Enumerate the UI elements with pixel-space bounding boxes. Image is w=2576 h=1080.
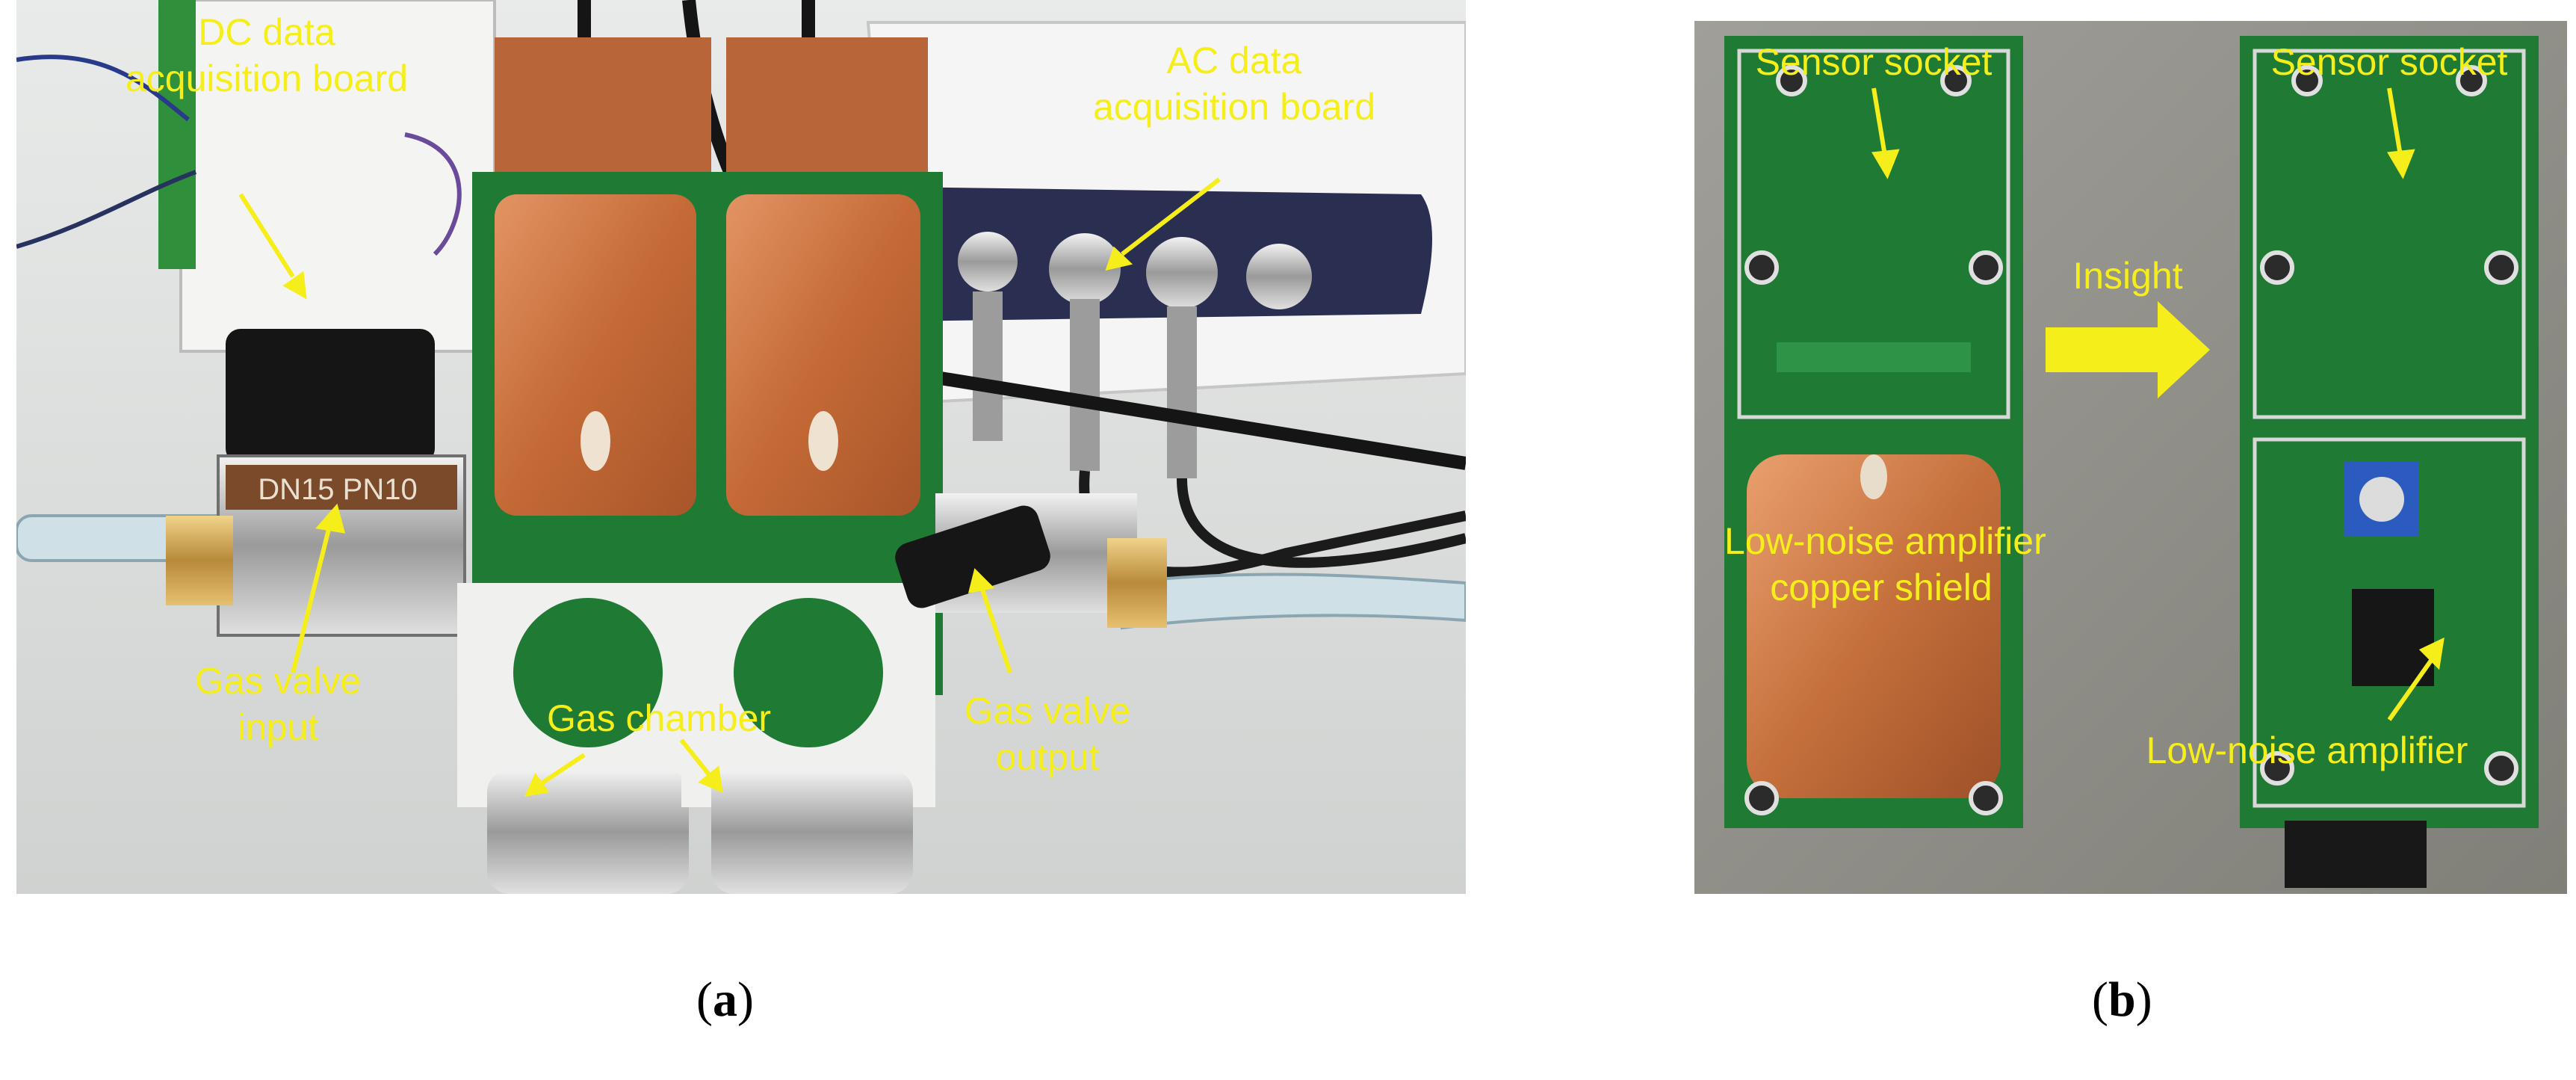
- caption-b-close: ): [2135, 972, 2152, 1027]
- caption-b-letter: b: [2108, 972, 2136, 1027]
- sensor-board-photo: [1694, 21, 2567, 894]
- wire: [16, 170, 197, 249]
- caption-b-open: (: [2092, 972, 2108, 1027]
- label-valve-input: Gas valve input: [158, 658, 397, 750]
- label-valve-input-line2: input: [237, 706, 319, 748]
- bnc-connectors: [958, 232, 1312, 478]
- label-gas-chamber: Gas chamber: [546, 697, 772, 739]
- insight-arrow-icon: [2046, 301, 2210, 398]
- label-copper-shield-line1: Low-noise amplifier: [1724, 520, 2046, 562]
- valve-handle: [226, 329, 435, 463]
- valve-marking-band: [226, 465, 457, 510]
- label-sensor-socket-right: Sensor socket: [2270, 41, 2508, 83]
- label-valve-output-line1: Gas valve: [964, 690, 1131, 732]
- label-ac-board-line1: AC data: [1166, 40, 1302, 81]
- dc-terminal-strip: [158, 0, 196, 269]
- label-valve-output: Gas valve output: [928, 688, 1167, 780]
- label-valve-output-line2: output: [995, 736, 1100, 778]
- dc-daq-box: [179, 0, 496, 353]
- wire: [16, 55, 190, 122]
- label-dc-board: DC data acquisition board: [80, 9, 453, 102]
- caption-a-letter: a: [712, 972, 737, 1027]
- annotation-arrows: [238, 177, 1221, 797]
- brass-fitting: [166, 516, 233, 605]
- pcb-right: [2240, 36, 2539, 888]
- gas-tube-right: [1121, 573, 1466, 630]
- label-low-noise-amplifier: Low-noise amplifier: [2146, 729, 2468, 771]
- sensor-module-left: [457, 37, 719, 894]
- label-valve-input-line1: Gas valve: [194, 660, 362, 702]
- label-dc-board-line2: acquisition board: [125, 58, 409, 99]
- wire: [404, 132, 462, 256]
- label-ac-board-line2: acquisition board: [1092, 86, 1376, 128]
- label-sensor-socket-left: Sensor socket: [1755, 41, 1993, 83]
- label-dc-board-line1: DC data: [198, 11, 335, 53]
- label-copper-shield: Low-noise amplifier copper shield: [1724, 518, 2046, 611]
- label-ac-board: AC data acquisition board: [1040, 37, 1428, 130]
- outlet-valve-handle: [895, 505, 1050, 608]
- caption-a: (a): [696, 972, 754, 1028]
- sensor-module-right: [681, 37, 943, 894]
- label-copper-shield-line2: copper shield: [1770, 567, 1993, 608]
- caption-b: (b): [2092, 972, 2152, 1028]
- caption-a-open: (: [696, 972, 713, 1027]
- annotation-arrows: [1871, 87, 2445, 721]
- experiment-setup-photo: DN15 PN10: [16, 0, 1466, 894]
- photo-panel-a: DN15 PN10: [16, 0, 1466, 894]
- caption-a-close: ): [737, 972, 754, 1027]
- cable: [1177, 478, 1466, 568]
- label-insight: Insight: [2072, 255, 2183, 297]
- photo-panel-b: Sensor socket Sensor socket Insight Low-…: [1694, 21, 2567, 894]
- valve-marking: DN15 PN10: [258, 473, 417, 506]
- pcb-left: [1724, 36, 2023, 828]
- brass-fitting-right: [1107, 538, 1167, 628]
